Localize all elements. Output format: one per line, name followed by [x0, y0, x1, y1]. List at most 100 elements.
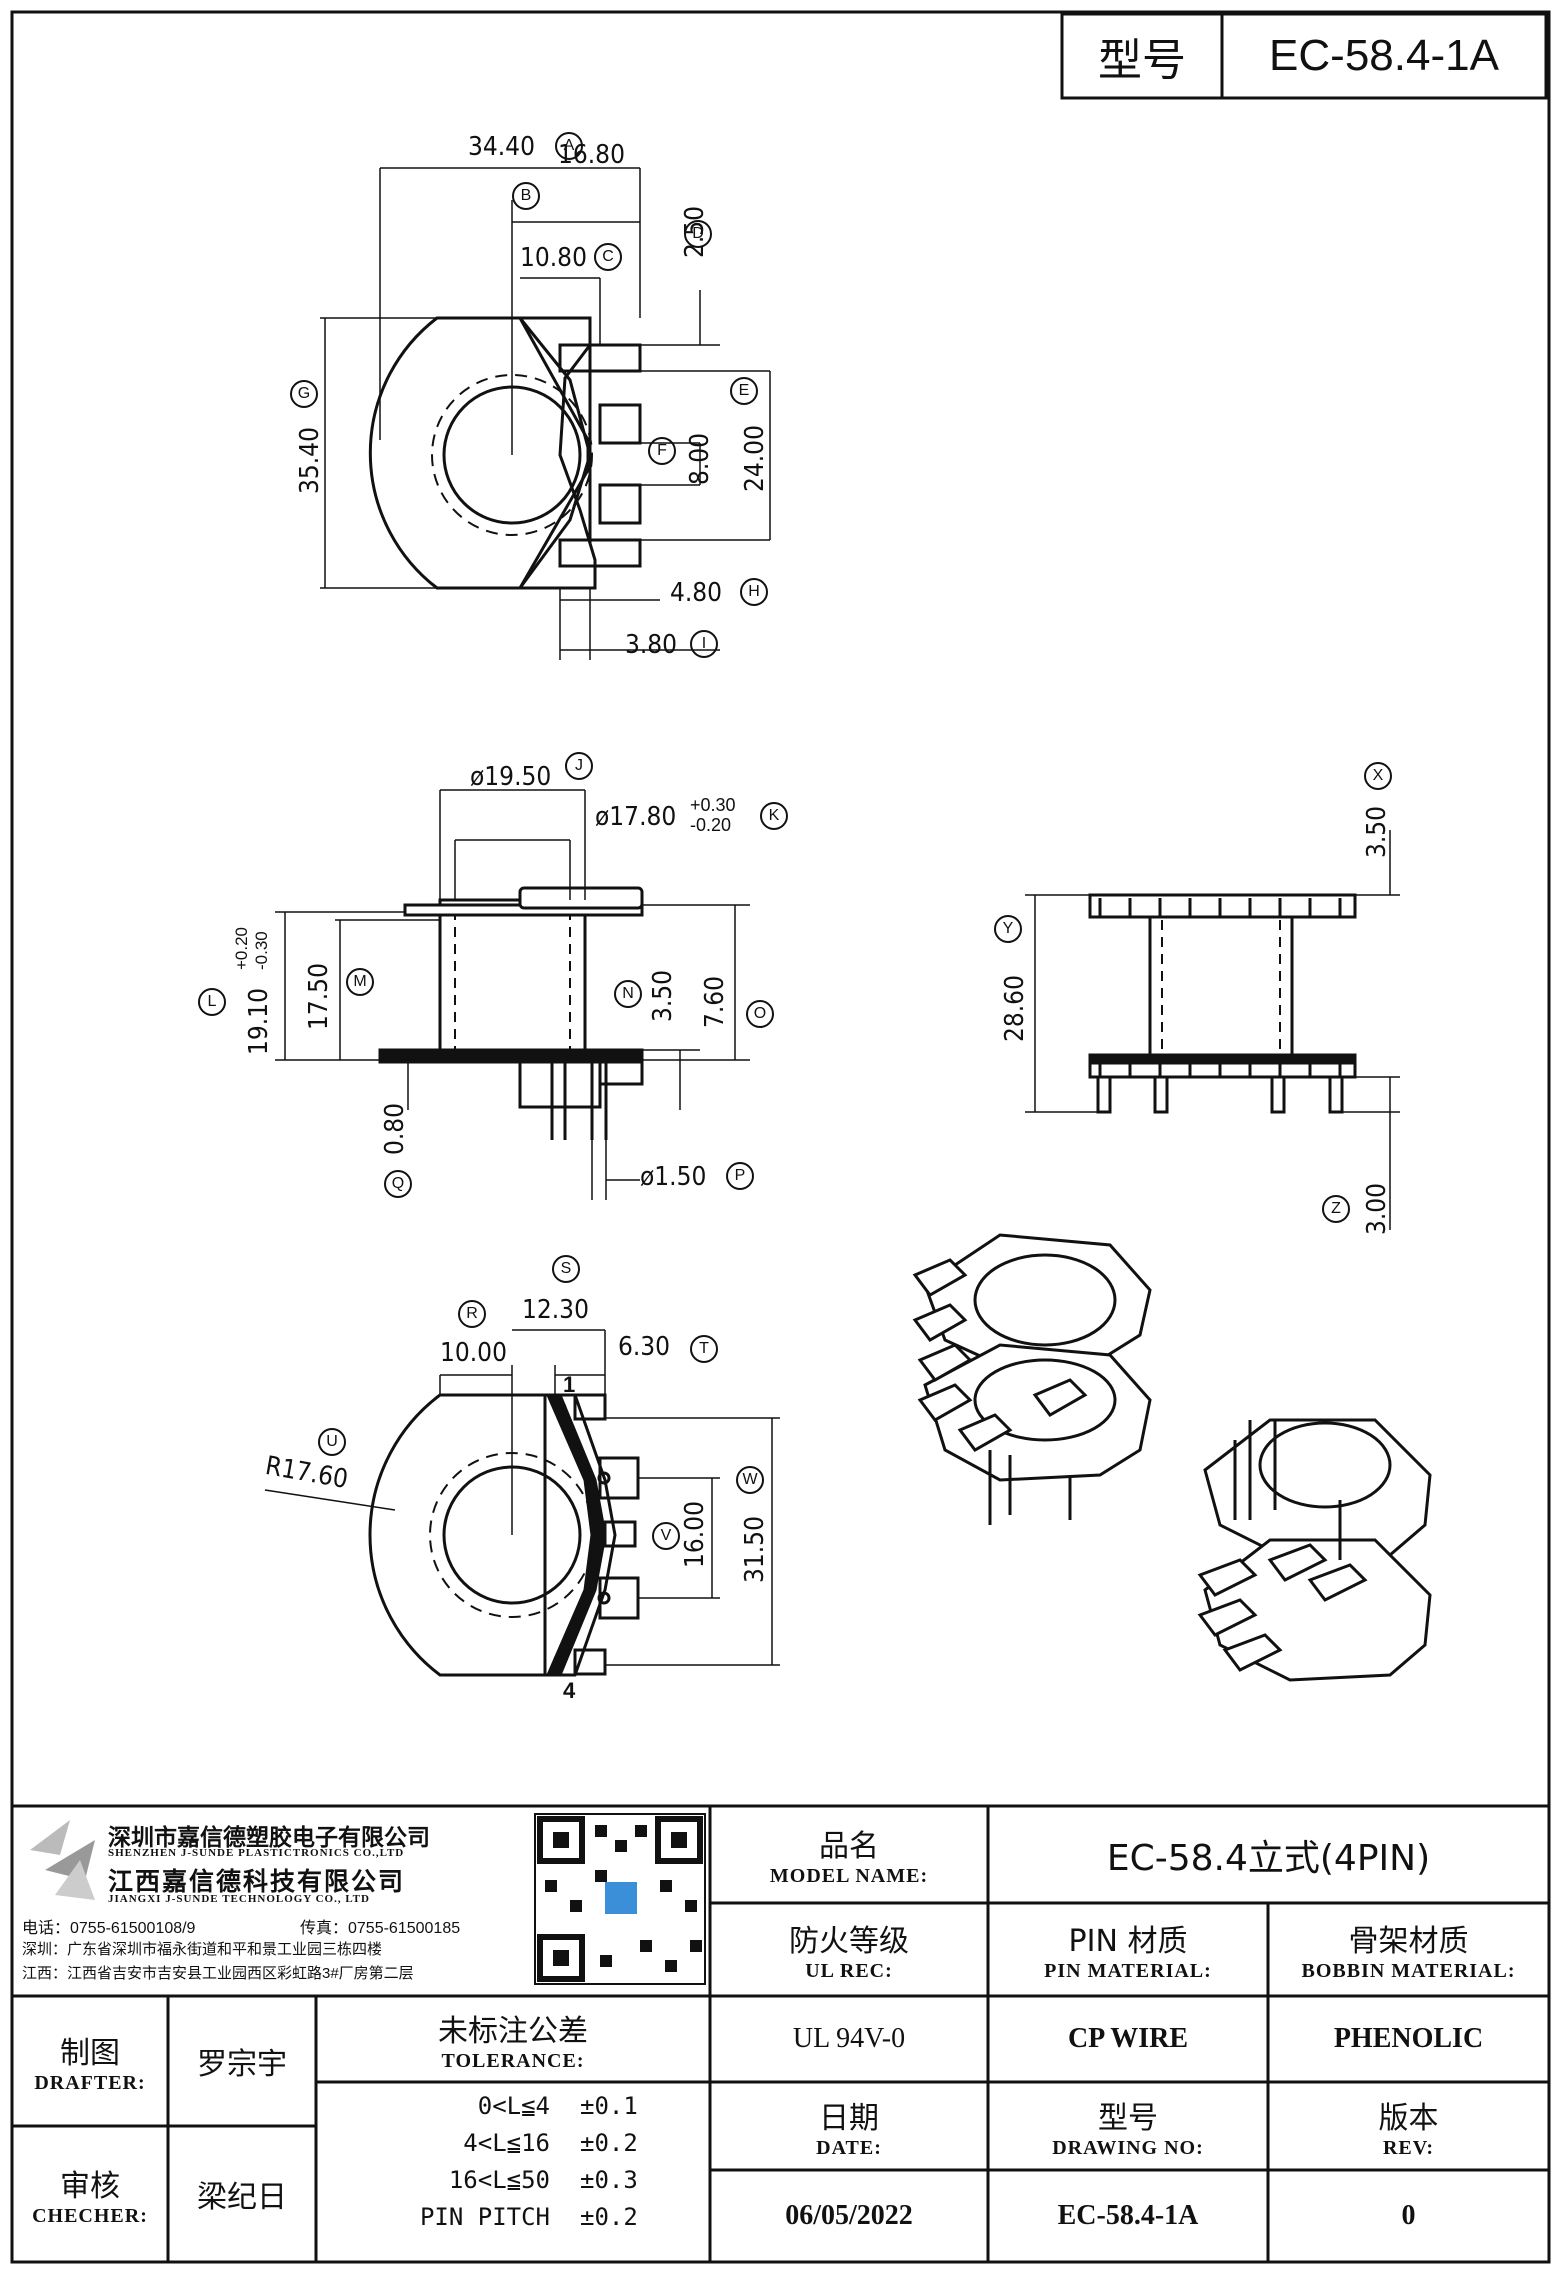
bobbin-material-label-cell: 骨架材质 BOBBIN MATERIAL:: [1270, 1905, 1547, 1994]
tolerance-value: ±0.3: [580, 2166, 638, 2194]
company-name-en-jx: JIANGXI J-SUNDE TECHNOLOGY CO., LTD: [108, 1893, 370, 1905]
company-name-cn-sz: 深圳市嘉信德塑胶电子有限公司: [108, 1825, 430, 1851]
tag-b: B: [512, 182, 540, 210]
rev-label-cn: 版本: [1378, 2100, 1439, 2136]
dim-k-tol-minus: -0.20: [690, 815, 732, 835]
tag-z: Z: [1322, 1195, 1350, 1223]
bobbin-material-label-en: BOBBIN MATERIAL:: [1301, 1960, 1516, 1982]
pin-material-label-cell: PIN 材质 PIN MATERIAL:: [990, 1905, 1266, 1994]
dim-l-tol-plus: +0.20: [232, 926, 251, 970]
company-address-jx: 江西：江西省吉安市吉安县工业园西区彩虹路3#厂房第二层: [22, 1965, 414, 1982]
bottom-view-dims: [264, 1329, 780, 1666]
drafter-label-cn: 制图: [60, 2035, 120, 2071]
company-address-sz: 深圳：广东省深圳市福永街道和平和景工业园三栋四楼: [22, 1941, 383, 1958]
dim-i-value: 3.80: [625, 630, 678, 660]
tag-m: M: [346, 968, 374, 996]
tolerance-value: ±0.2: [580, 2203, 638, 2231]
drawing-no-label-cell: 型号 DRAWING NO:: [990, 2084, 1266, 2168]
tag-q: Q: [384, 1170, 412, 1198]
drafter-label-cell: 制图 DRAFTER:: [14, 1998, 166, 2124]
company-logo: [30, 1820, 95, 1900]
dim-e-value: 24.00: [740, 425, 770, 492]
tag-r: R: [458, 1300, 486, 1328]
drafter-label-en: DRAFTER:: [34, 2071, 146, 2094]
tag-u: U: [318, 1428, 346, 1456]
checker-label-cn: 审核: [60, 2168, 120, 2204]
dim-y-value: 28.60: [1000, 975, 1030, 1042]
ul-label-cell: 防火等级 UL REC:: [712, 1905, 986, 1994]
date-label-cn: 日期: [819, 2100, 879, 2136]
model-name-value: EC-58.4立式(4PIN): [1106, 1837, 1431, 1879]
tolerance-range: 0<L≦4: [477, 2092, 550, 2120]
tag-h: H: [740, 578, 768, 606]
tolerance-label-cell: 未标注公差 TOLERANCE:: [318, 1998, 708, 2080]
sheet-border: [10, 10, 1551, 2264]
dim-o-value: 7.60: [700, 975, 730, 1028]
tag-o: O: [746, 1000, 774, 1028]
pin-material-label-en: PIN MATERIAL:: [1044, 1960, 1212, 1982]
dim-s-value: 12.30: [522, 1295, 589, 1325]
side-view: [378, 886, 644, 1140]
front-view: [1088, 893, 1357, 1114]
tolerance-table: 0<L≦4 ±0.1 4<L≦16±0.2 16<L≦50 ±0.3 PIN PIT…: [330, 2088, 700, 2258]
tolerance-value: ±0.2: [580, 2129, 638, 2157]
tag-p: P: [726, 1162, 754, 1190]
drawing-no-label-en: DRAWING NO:: [1052, 2136, 1204, 2159]
tag-s: S: [552, 1255, 580, 1283]
model-name-label-cn: 品名: [819, 1829, 879, 1864]
checker-label-cell: 审核 CHECHER:: [14, 2128, 166, 2260]
pin-label-1: 1: [563, 1372, 576, 1397]
tolerance-range: 16<L≦50: [448, 2166, 550, 2194]
date-value: 06/05/2022: [785, 2200, 913, 2231]
dim-v-value: 16.00: [680, 1501, 710, 1568]
top-view: [368, 200, 642, 590]
pin-material-label-cn: PIN 材质: [1068, 1924, 1188, 1959]
dim-h-value: 4.80: [670, 578, 723, 608]
drawing-no-value: EC-58.4-1A: [1057, 2200, 1199, 2231]
tolerance-range: PIN PITCH: [419, 2203, 550, 2231]
side-view-dims: [275, 789, 750, 1200]
bobbin-material-label-cn: 骨架材质: [1348, 1924, 1469, 1959]
tag-v: V: [652, 1522, 680, 1550]
company-name-en-sz: SHENZHEN J-SUNDE PLASTICTRONICS CO.,LTD: [108, 1847, 405, 1859]
tag-n: N: [614, 980, 642, 1008]
company-phone: 电话：0755-61500108/9: [22, 1920, 196, 1937]
header-model-label: 型号: [1098, 36, 1186, 85]
top-view-dims: [320, 167, 771, 660]
tag-k: K: [760, 802, 788, 830]
bottom-view: [368, 1365, 640, 1677]
tolerance-label-en: TOLERANCE:: [441, 2049, 585, 2072]
dim-w-value: 31.50: [740, 1516, 770, 1583]
dim-n-value: 3.50: [648, 969, 678, 1022]
tag-w: W: [736, 1466, 764, 1494]
drawing-no-label-cn: 型号: [1098, 2100, 1158, 2136]
ul-label-en: UL REC:: [805, 1960, 893, 1982]
dim-z-value: 3.00: [1362, 1182, 1392, 1235]
model-name-label-cell: 品名 MODEL NAME:: [712, 1808, 986, 1901]
date-label-cell: 日期 DATE:: [712, 2084, 986, 2168]
dim-f-value: 8.00: [685, 432, 715, 485]
checker-label-en: CHECHER:: [32, 2204, 148, 2227]
drafter-value: 罗宗宇: [197, 2047, 287, 2082]
dim-a-value: 34.40: [468, 132, 535, 162]
tag-c: C: [594, 243, 622, 271]
model-name-label-en: MODEL NAME:: [769, 1865, 929, 1887]
company-name-cn-jx: 江西嘉信德科技有限公司: [108, 1867, 406, 1896]
header-model-box: [1060, 12, 1548, 100]
tolerance-value: ±0.1: [580, 2092, 638, 2120]
tolerance-row: 16<L≦50 ±0.3: [330, 2162, 700, 2199]
date-label-en: DATE:: [816, 2136, 882, 2159]
tag-x: X: [1364, 762, 1392, 790]
dim-g-value: 35.40: [295, 427, 325, 494]
tag-e: E: [730, 377, 758, 405]
tolerance-row: 4<L≦16±0.2: [330, 2125, 700, 2162]
dim-t-value: 6.30: [618, 1332, 671, 1362]
dim-k-tol-plus: +0.30: [690, 795, 736, 815]
rev-value: 0: [1401, 2200, 1416, 2231]
bobbin-material-value: PHENOLIC: [1333, 2023, 1484, 2054]
pin-label-4: 4: [563, 1678, 576, 1703]
header-model-value: EC-58.4-1A: [1269, 31, 1499, 80]
pin-material-value: CP WIRE: [1067, 2023, 1189, 2054]
tag-g: G: [290, 380, 318, 408]
tag-f: F: [648, 437, 676, 465]
